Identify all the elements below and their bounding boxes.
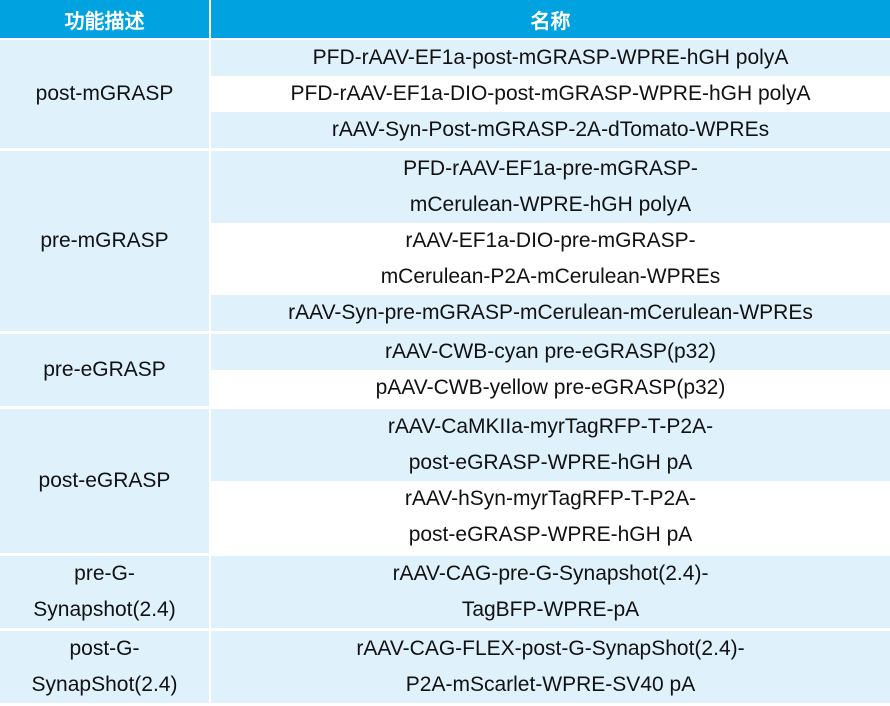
name-column-header: 名称	[210, 0, 890, 40]
table-row: PFD-rAAV-EF1a-DIO-post-mGRASP-WPRE-hGH p…	[0, 76, 890, 112]
table-row: post-G- SynapShot(2.4)rAAV-CAG-FLEX-post…	[0, 629, 890, 706]
table-row: rAAV-EF1a-DIO-pre-mGRASP- mCerulean-P2A-…	[0, 223, 890, 295]
construct-name-cell: rAAV-CAG-FLEX-post-G-SynapShot(2.4)- P2A…	[210, 629, 890, 706]
table-row: pAAV-CWB-yellow pre-eGRASP(p32)	[0, 370, 890, 409]
function-column-header: 功能描述	[0, 0, 211, 40]
construct-name-cell: rAAV-CAG-pre-G-Synapshot(2.4)- TagBFP-WP…	[210, 554, 890, 631]
construct-name-cell: PFD-rAAV-EF1a-pre-mGRASP- mCerulean-WPRE…	[210, 149, 890, 223]
function-cell: post-G- SynapShot(2.4)	[0, 629, 211, 706]
table-row: rAAV-hSyn-myrTagRFP-T-P2A- post-eGRASP-W…	[0, 481, 890, 556]
construct-name-cell: PFD-rAAV-EF1a-DIO-post-mGRASP-WPRE-hGH p…	[210, 76, 890, 112]
function-cell: pre-G- Synapshot(2.4)	[0, 554, 211, 631]
function-cell: pre-eGRASP	[0, 332, 211, 409]
construct-name-cell: PFD-rAAV-EF1a-post-mGRASP-WPRE-hGH polyA	[210, 39, 890, 76]
construct-name-cell: rAAV-Syn-Post-mGRASP-2A-dTomato-WPREs	[210, 112, 890, 151]
construct-name-cell: rAAV-EF1a-DIO-pre-mGRASP- mCerulean-P2A-…	[210, 223, 890, 295]
table-row: pre-G- Synapshot(2.4)rAAV-CAG-pre-G-Syna…	[0, 554, 890, 631]
function-cell: post-eGRASP	[0, 407, 211, 556]
construct-name-cell: rAAV-CaMKIIa-myrTagRFP-T-P2A- post-eGRAS…	[210, 407, 890, 481]
header-row: 功能描述 名称	[0, 0, 890, 40]
construct-name-cell: pAAV-CWB-yellow pre-eGRASP(p32)	[210, 370, 890, 409]
construct-name-cell: rAAV-CWB-cyan pre-eGRASP(p32)	[210, 332, 890, 370]
function-cell: post-mGRASP	[0, 39, 211, 151]
construct-name-cell: rAAV-Syn-pre-mGRASP-mCerulean-mCerulean-…	[210, 295, 890, 334]
table-row: rAAV-Syn-Post-mGRASP-2A-dTomato-WPREs	[0, 112, 890, 151]
table-row: rAAV-Syn-pre-mGRASP-mCerulean-mCerulean-…	[0, 295, 890, 334]
construct-name-cell: rAAV-hSyn-myrTagRFP-T-P2A- post-eGRASP-W…	[210, 481, 890, 556]
function-cell: pre-mGRASP	[0, 149, 211, 334]
